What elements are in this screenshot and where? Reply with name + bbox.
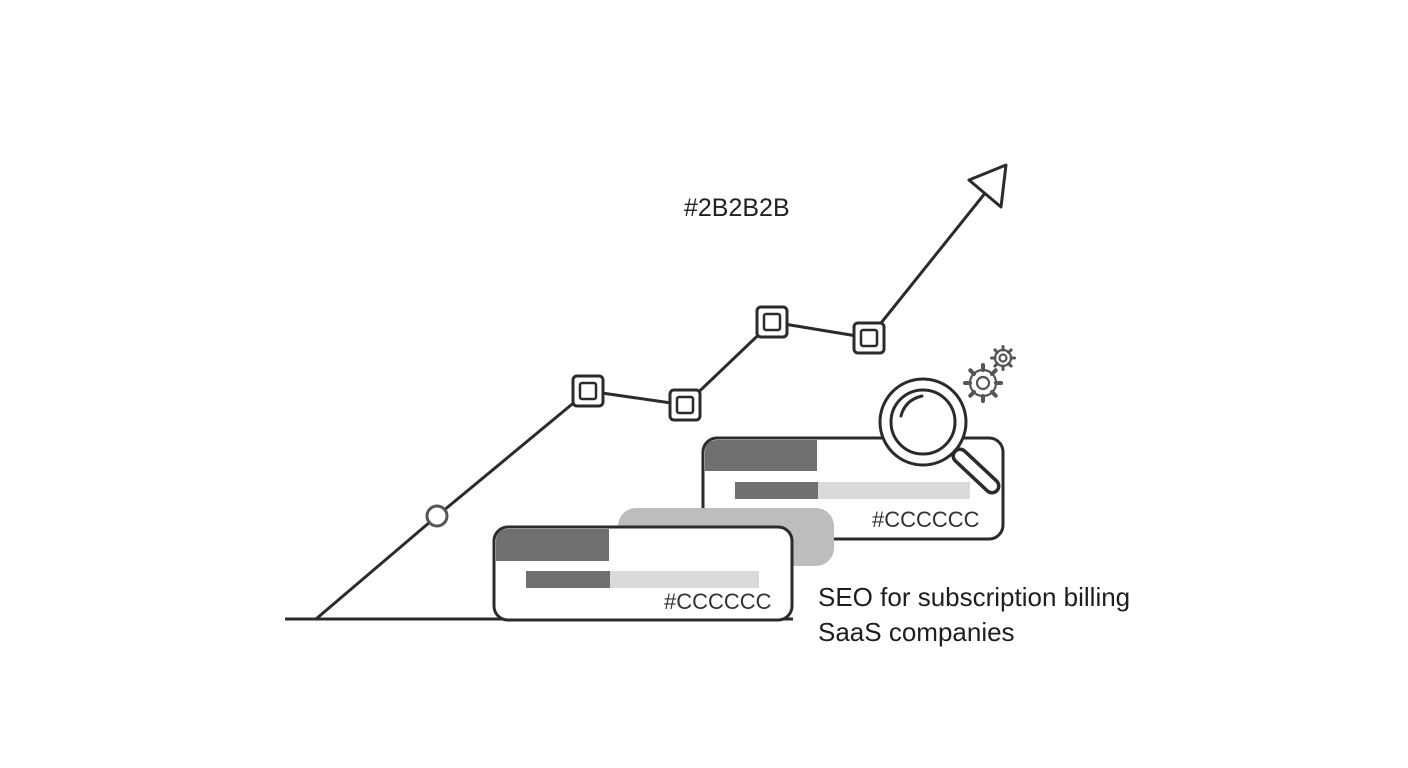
caption-line-1: SEO for subscription billing [818,582,1131,612]
trend-node-square [571,374,605,408]
gears-icon [963,345,1016,403]
trend-node-square [668,388,702,422]
trend-node-circle [425,504,449,528]
trend-node-square [755,305,789,339]
card-front-color-label: #CCCCCC [664,589,772,614]
magnifier-icon [878,377,1001,495]
caption-line-2: SaaS companies [818,617,1015,647]
caption: SEO for subscription billing SaaS compan… [818,580,1130,650]
stroke-color-label: #2B2B2B [684,194,790,222]
trend-arrow-icon [967,163,1008,209]
card-front [492,525,794,622]
card-back-color-label: #CCCCCC [872,507,980,532]
trend-node-square [852,321,886,355]
